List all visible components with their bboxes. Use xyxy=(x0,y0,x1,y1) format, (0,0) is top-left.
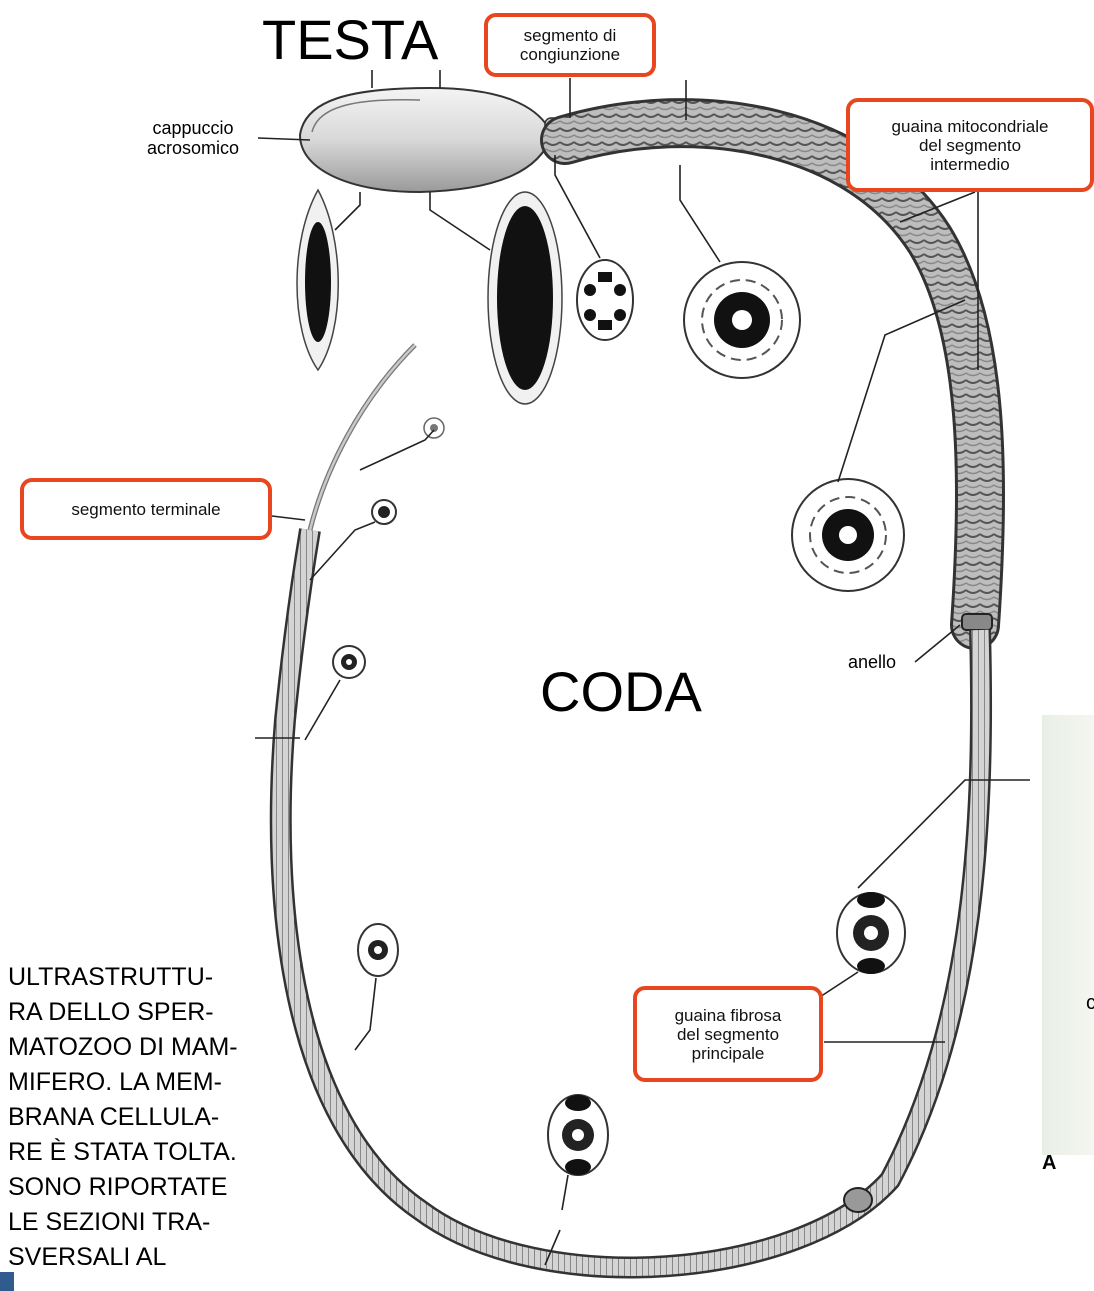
testa-label: TESTA xyxy=(262,12,438,68)
neck-section xyxy=(577,260,633,340)
coda-label: CODA xyxy=(540,664,702,720)
edge-letter: c xyxy=(1086,992,1094,1015)
midpiece-section-upper xyxy=(684,262,800,378)
principal-section-left xyxy=(358,924,398,976)
principal-piece-cut-end xyxy=(844,1188,872,1212)
tail-section-mid-left xyxy=(333,646,365,678)
end-piece-tip-section xyxy=(424,418,444,438)
label-box-segmento-terminale: segmento terminale xyxy=(20,478,272,540)
annulus-ring xyxy=(962,614,992,630)
label-box-guaina-fibrosa: guaina fibrosa del segmento principale xyxy=(633,986,823,1082)
end-piece xyxy=(310,345,415,530)
end-piece-section xyxy=(372,500,396,524)
midpiece-section-lower xyxy=(792,479,904,591)
slide-corner-mark xyxy=(0,1272,14,1291)
sperm-head xyxy=(300,88,552,192)
principal-section-right xyxy=(837,892,905,974)
label-box-guaina-mitocondriale: guaina mitocondriale del segmento interm… xyxy=(846,98,1094,192)
label-box-segmento-congiunzione: segmento di congiunzione xyxy=(484,13,656,77)
panel-letter: A xyxy=(1042,1152,1056,1175)
label-anello: anello xyxy=(832,652,912,672)
principal-section-bottom xyxy=(548,1095,608,1175)
figure-caption: ULTRASTRUTTU- RA DELLO SPER- MATOZOO DI … xyxy=(8,960,338,1275)
label-cappuccio-acrosomico: cappuccio acrosomico xyxy=(118,118,268,158)
